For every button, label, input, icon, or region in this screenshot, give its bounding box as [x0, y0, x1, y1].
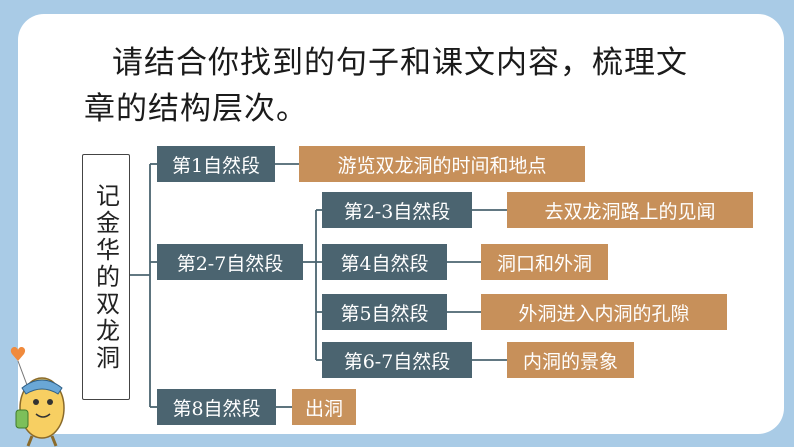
detail-entrance-outer-cave: 洞口和外洞: [481, 244, 608, 280]
node-paragraph-6-7: 第6-7自然段: [322, 342, 472, 378]
article-title-box: 记金华的双龙洞: [82, 154, 130, 400]
article-title: 记金华的双龙洞: [91, 182, 120, 372]
node-paragraph-1: 第1自然段: [157, 146, 275, 182]
node-paragraph-5: 第5自然段: [322, 294, 447, 330]
prompt-line-1: 请结合你找到的句子和课文内容，梳理文: [112, 45, 688, 81]
prompt-line-2: 章的结构层次。: [84, 91, 308, 127]
leaf-time-and-place: 游览双龙洞的时间和地点: [299, 146, 585, 182]
node-paragraph-2-7: 第2-7自然段: [157, 244, 303, 280]
node-paragraph-2-3: 第2-3自然段: [322, 192, 472, 228]
prompt-text: 请结合你找到的句子和课文内容，梳理文 章的结构层次。: [84, 40, 772, 132]
node-paragraph-8: 第8自然段: [157, 389, 276, 425]
detail-gap-to-inner-cave: 外洞进入内洞的孔隙: [481, 294, 727, 330]
leaf-exit-cave: 出洞: [292, 389, 356, 425]
detail-inner-cave-scene: 内洞的景象: [507, 342, 634, 378]
detail-road-sights: 去双龙洞路上的见闻: [507, 192, 753, 228]
cartoon-egg-character-with-heart-balloon-icon: [10, 347, 65, 447]
node-paragraph-4: 第4自然段: [322, 244, 447, 280]
